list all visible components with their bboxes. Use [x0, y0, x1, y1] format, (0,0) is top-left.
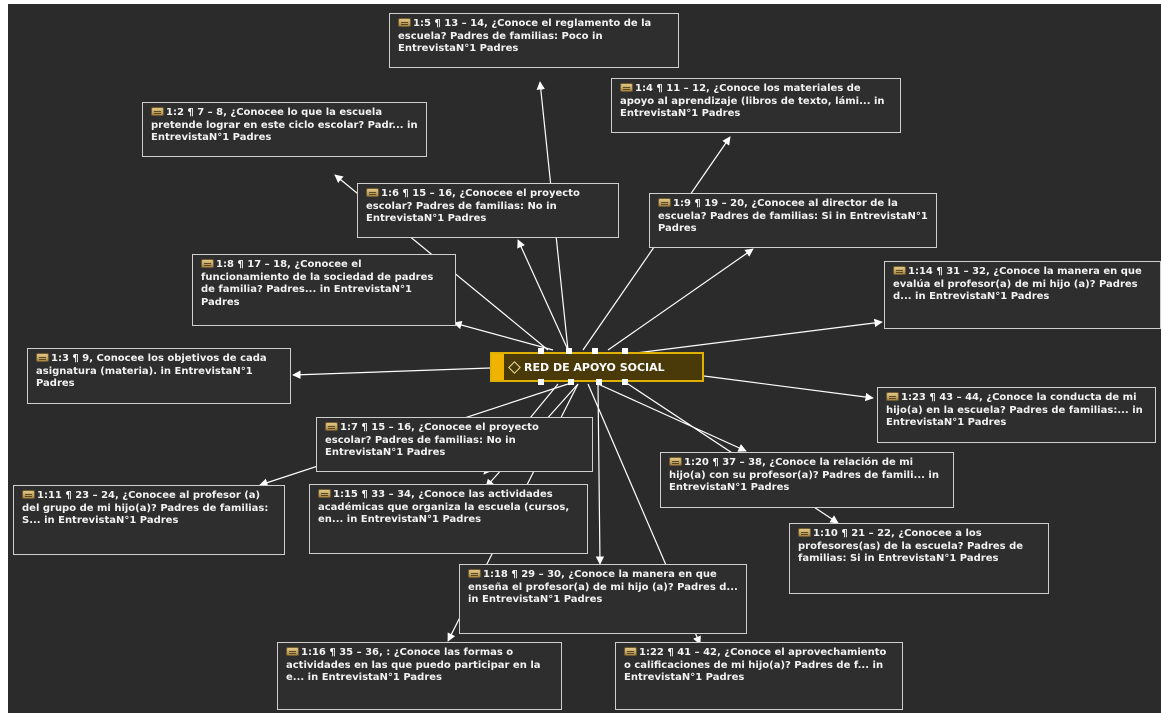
- quotation-node-1-9[interactable]: 1:9 ¶ 19 – 20, ¿Conocee al director de l…: [649, 193, 937, 248]
- quotation-text: 1:7 ¶ 15 – 16, ¿Conocee el proyecto esco…: [325, 422, 539, 458]
- link-line-q-1-9[interactable]: [607, 248, 754, 351]
- quotation-node-1-6[interactable]: 1:6 ¶ 15 – 16, ¿Conocee el proyecto esco…: [357, 183, 619, 238]
- quotation-document-icon: [669, 457, 682, 466]
- link-handle[interactable]: [538, 348, 544, 354]
- quotation-node-1-4[interactable]: 1:4 ¶ 11 – 12, ¿Conoce los materiales de…: [611, 78, 901, 133]
- quotation-document-icon: [201, 259, 214, 268]
- quotation-node-1-14[interactable]: 1:14 ¶ 31 – 32, ¿Conoce la manera en que…: [884, 261, 1161, 329]
- quotation-node-1-7[interactable]: 1:7 ¶ 15 – 16, ¿Conocee el proyecto esco…: [316, 417, 593, 472]
- link-line-q-1-20[interactable]: [597, 383, 747, 452]
- quotation-text: 1:4 ¶ 11 – 12, ¿Conoce los materiales de…: [620, 83, 885, 119]
- quotation-node-1-5[interactable]: 1:5 ¶ 13 – 14, ¿Conoce el reglamento de …: [389, 13, 679, 68]
- quotation-document-icon: [886, 392, 899, 401]
- quotation-document-icon: [366, 188, 379, 197]
- link-line-q-1-23[interactable]: [703, 375, 874, 402]
- code-color-bar: [492, 354, 504, 380]
- quotation-text: 1:23 ¶ 43 – 44, ¿Conoce la conducta de m…: [886, 392, 1143, 428]
- quotation-node-1-23[interactable]: 1:23 ¶ 43 – 44, ¿Conoce la conducta de m…: [877, 387, 1156, 443]
- quotation-text: 1:22 ¶ 41 – 42, ¿Conoce el aprovechamien…: [624, 647, 887, 683]
- quotation-node-1-18[interactable]: 1:18 ¶ 29 – 30, ¿Conoce la manera en que…: [459, 564, 747, 634]
- quotation-text: 1:8 ¶ 17 – 18, ¿Conocee el funcionamient…: [201, 259, 434, 308]
- code-node-red-de-apoyo-social[interactable]: RED DE APOYO SOCIAL: [490, 352, 704, 382]
- link-line-q-1-8[interactable]: [453, 320, 554, 351]
- quotation-text: 1:18 ¶ 29 – 30, ¿Conoce la manera en que…: [468, 569, 738, 605]
- quotation-text: 1:14 ¶ 31 – 32, ¿Conoce la manera en que…: [893, 266, 1142, 302]
- quotation-document-icon: [36, 353, 49, 362]
- quotation-document-icon: [468, 569, 481, 578]
- quotation-document-icon: [893, 266, 906, 275]
- quotation-node-1-15[interactable]: 1:15 ¶ 33 – 34, ¿Conoce las actividades …: [309, 484, 588, 554]
- link-handle[interactable]: [596, 379, 602, 385]
- quotation-document-icon: [151, 107, 164, 116]
- quotation-document-icon: [658, 198, 671, 207]
- quotation-node-1-20[interactable]: 1:20 ¶ 37 – 38, ¿Conoce la relación de m…: [660, 452, 954, 508]
- quotation-text: 1:2 ¶ 7 – 8, ¿Conocee lo que la escuela …: [151, 107, 418, 143]
- quotation-node-1-3[interactable]: 1:3 ¶ 9, Conocee los objetivos de cada a…: [27, 348, 291, 404]
- quotation-text: 1:6 ¶ 15 – 16, ¿Conocee el proyecto esco…: [366, 188, 580, 224]
- quotation-document-icon: [318, 489, 331, 498]
- quotation-document-icon: [624, 647, 637, 656]
- link-handle[interactable]: [568, 379, 574, 385]
- quotation-document-icon: [798, 528, 811, 537]
- quotation-text: 1:16 ¶ 35 – 36, : ¿Conoce las formas o a…: [286, 647, 541, 683]
- quotation-text: 1:5 ¶ 13 – 14, ¿Conoce el reglamento de …: [398, 18, 652, 54]
- quotation-text: 1:9 ¶ 19 – 20, ¿Conocee al director de l…: [658, 198, 928, 234]
- code-diamond-icon: [508, 360, 521, 374]
- network-canvas[interactable]: 1:5 ¶ 13 – 14, ¿Conoce el reglamento de …: [8, 4, 1161, 713]
- quotation-document-icon: [286, 647, 299, 656]
- quotation-text: 1:10 ¶ 21 – 22, ¿Conocee a los profesore…: [798, 528, 1024, 564]
- quotation-node-1-11[interactable]: 1:11 ¶ 23 – 24, ¿Conocee al profesor (a)…: [13, 485, 285, 555]
- quotation-node-1-16[interactable]: 1:16 ¶ 35 – 36, : ¿Conoce las formas o a…: [277, 642, 562, 710]
- quotation-text: 1:11 ¶ 23 – 24, ¿Conocee al profesor (a)…: [22, 490, 269, 526]
- code-label: RED DE APOYO SOCIAL: [524, 360, 665, 374]
- link-handle[interactable]: [566, 348, 572, 354]
- link-handle[interactable]: [592, 348, 598, 354]
- quotation-node-1-2[interactable]: 1:2 ¶ 7 – 8, ¿Conocee lo que la escuela …: [142, 102, 427, 157]
- link-handle[interactable]: [538, 379, 544, 385]
- quotation-text: 1:15 ¶ 33 – 34, ¿Conoce las actividades …: [318, 489, 570, 525]
- quotation-node-1-10[interactable]: 1:10 ¶ 21 – 22, ¿Conocee a los profesore…: [789, 523, 1049, 594]
- quotation-node-1-8[interactable]: 1:8 ¶ 17 – 18, ¿Conocee el funcionamient…: [192, 254, 456, 326]
- link-line-q-1-3[interactable]: [292, 367, 491, 379]
- quotation-document-icon: [22, 490, 35, 499]
- quotation-node-1-22[interactable]: 1:22 ¶ 41 – 42, ¿Conoce el aprovechamien…: [615, 642, 903, 710]
- link-line-q-1-14[interactable]: [627, 318, 883, 355]
- link-handle[interactable]: [622, 379, 628, 385]
- quotation-text: 1:20 ¶ 37 – 38, ¿Conoce la relación de m…: [669, 457, 939, 493]
- quotation-text: 1:3 ¶ 9, Conocee los objetivos de cada a…: [36, 353, 267, 389]
- link-line-q-1-6[interactable]: [517, 239, 569, 351]
- quotation-document-icon: [398, 18, 411, 27]
- link-line-q-1-18[interactable]: [595, 383, 605, 565]
- link-handle[interactable]: [622, 348, 628, 354]
- quotation-document-icon: [620, 83, 633, 92]
- quotation-document-icon: [325, 422, 338, 431]
